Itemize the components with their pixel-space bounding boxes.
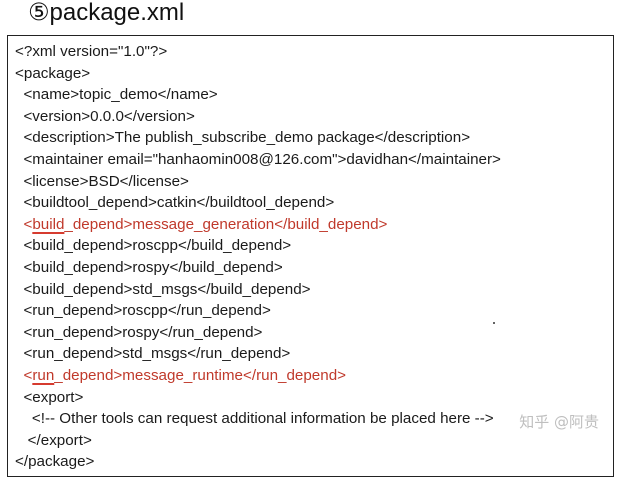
section-title: package.xml	[49, 0, 185, 26]
code-line: <build_depend>rospy</build_depend>	[15, 258, 283, 276]
watermark: 知乎 @阿贵	[519, 413, 599, 431]
code-line: <version>0.0.0</version>	[15, 107, 195, 125]
code-line: <!-- Other tools can request additional …	[15, 410, 494, 428]
code-line: <run_depend>roscpp</run_depend>	[15, 302, 271, 320]
code-line: <run_depend>message_runtime</run_depend>	[15, 366, 347, 384]
code-line: <package>	[15, 64, 91, 82]
code-lines: <?xml version="1.0"?> <package> <name>top…	[15, 41, 501, 473]
code-line: <export>	[15, 388, 84, 406]
code-line: <run_depend>rospy</run_depend>	[15, 323, 263, 341]
code-line: <name>topic_demo</name>	[15, 86, 218, 104]
underlined-keyword: build	[32, 215, 65, 233]
stray-dot	[493, 322, 495, 324]
code-line: <license>BSD</license>	[15, 172, 189, 190]
circled-number: ⑤	[28, 0, 50, 26]
code-line: <build_depend>std_msgs</build_depend>	[15, 280, 311, 298]
code-line: <build_depend>roscpp</build_depend>	[15, 237, 292, 255]
code-line: <?xml version="1.0"?>	[15, 43, 168, 60]
code-line: <maintainer email="hanhaomin008@126.com"…	[15, 150, 501, 168]
section-heading: ⑤ package.xml	[28, 0, 184, 28]
code-block: <?xml version="1.0"?> <package> <name>top…	[7, 35, 614, 477]
code-line: </package>	[15, 453, 95, 471]
code-line: <build_depend>message_generation</build_…	[15, 215, 388, 233]
code-line: <description>The publish_subscribe_demo …	[15, 129, 471, 147]
underlined-keyword: run	[32, 366, 55, 384]
code-line: <buildtool_depend>catkin</buildtool_depe…	[15, 194, 335, 212]
code-line: <run_depend>std_msgs</run_depend>	[15, 345, 291, 363]
code-line: </export>	[15, 431, 92, 449]
